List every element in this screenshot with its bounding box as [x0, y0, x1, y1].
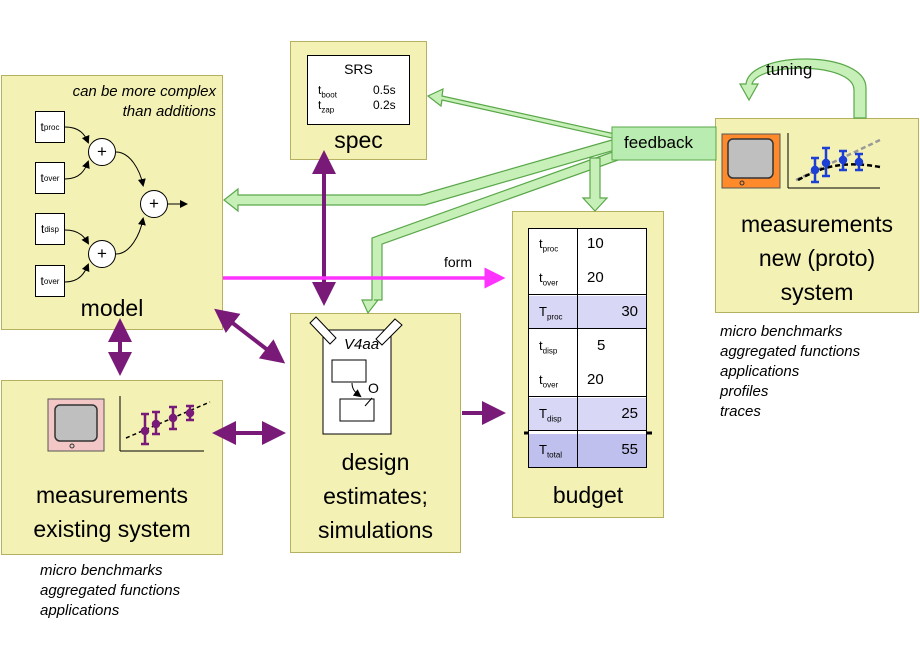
- model-note-line1: can be more complex: [72, 83, 216, 100]
- proto-note-4: profiles: [720, 383, 769, 400]
- budget-row-7-value: 55: [621, 441, 638, 458]
- proto-note-1: micro benchmarks: [720, 323, 843, 340]
- budget-row-4-sub: disp: [542, 346, 558, 356]
- budget-row-4: tdisp 5: [529, 330, 646, 363]
- budget-row-7-t: T: [539, 442, 547, 457]
- budget-row-6-sub: disp: [546, 414, 562, 424]
- budget-row-3-value: 30: [621, 303, 638, 320]
- budget-row-4-value: 5: [597, 337, 606, 354]
- form-label: form: [444, 254, 472, 270]
- design-title-line3: simulations: [317, 517, 434, 543]
- budget-row-6-t: T: [539, 406, 547, 421]
- proto-title-line1: measurements: [740, 211, 894, 237]
- budget-column-divider: [577, 228, 578, 467]
- model-input-1-t: t: [40, 120, 44, 134]
- srs-title: SRS: [344, 61, 373, 77]
- budget-row-1: tproc 10: [529, 228, 646, 261]
- model-input-4-t: t: [40, 274, 44, 288]
- spec-title: spec: [334, 127, 383, 153]
- srs-row-2-value: 0.2s: [373, 98, 396, 112]
- budget-row-4-t: t: [539, 338, 543, 353]
- budget-title: budget: [552, 482, 624, 508]
- purple-arrows: [108, 150, 506, 445]
- srs-row-2-sub: zap: [321, 105, 335, 115]
- model-input-3-t: t: [40, 222, 45, 236]
- existing-title-line1: measurements: [35, 482, 189, 508]
- budget-row-1-label: tproc: [539, 236, 558, 254]
- budget-row-5-sub: over: [542, 380, 559, 390]
- budget-row-3-sub: proc: [546, 312, 563, 322]
- budget-row-1-sub: proc: [542, 244, 559, 254]
- budget-row-6: Tdisp 25: [529, 398, 646, 431]
- model-adder-lines: [64, 126, 188, 283]
- budget-row-7: Ttotal 55: [529, 434, 646, 467]
- model-title: model: [80, 295, 144, 321]
- existing-note-3: applications: [40, 602, 120, 619]
- model-input-4-sub: over: [43, 276, 60, 286]
- srs-row-2-label: tzap: [318, 98, 334, 114]
- tuning-label: tuning: [766, 60, 813, 79]
- proto-title-line2: new (proto): [758, 245, 876, 271]
- budget-row-5-label: tover: [539, 372, 558, 390]
- existing-note-1: micro benchmarks: [40, 562, 163, 579]
- budget-row-7-sub: total: [546, 450, 563, 460]
- budget-row-6-label: Tdisp: [539, 406, 562, 424]
- proto-note-3: applications: [720, 363, 800, 380]
- budget-row-6-value: 25: [621, 405, 638, 422]
- budget-row-1-value: 10: [587, 235, 604, 252]
- proto-note-2: aggregated functions: [720, 343, 861, 360]
- model-input-2-t: t: [40, 171, 44, 185]
- proto-monitor-icon: [721, 133, 781, 189]
- monitor-icon: [47, 398, 105, 452]
- srs-panel: SRS tboot 0.5s tzap 0.2s: [307, 55, 410, 125]
- existing-notes: micro benchmarks aggregated functions ap…: [40, 561, 180, 621]
- srs-row-1-label: tboot: [318, 83, 337, 99]
- plus-node-1: +: [88, 138, 116, 166]
- budget-row-3-t: T: [539, 304, 547, 319]
- srs-row-2-t: t: [318, 98, 322, 112]
- srs-row-1-sub: boot: [321, 90, 337, 100]
- budget-row-4-label: tdisp: [539, 338, 557, 356]
- proto-title-line3: system: [780, 279, 854, 305]
- sketch-label: V4aa: [344, 336, 380, 353]
- budget-row-2-sub: over: [542, 278, 559, 288]
- design-title-line2: estimates;: [323, 483, 428, 509]
- budget-row-5-t: t: [539, 372, 543, 387]
- srs-row-1-value: 0.5s: [373, 83, 396, 97]
- existing-title-line2: existing system: [33, 516, 191, 542]
- sketch-mark: O: [368, 380, 379, 396]
- budget-row-3: Tproc 30: [529, 296, 646, 329]
- sketch-icon: [309, 316, 403, 435]
- design-title-line1: design: [341, 449, 410, 475]
- budget-row-3-label: Tproc: [539, 304, 563, 322]
- plus-node-2: +: [88, 240, 116, 268]
- budget-row-5-value: 20: [587, 371, 604, 388]
- model-input-1-sub: proc: [43, 122, 60, 132]
- existing-box: measurements existing system: [1, 380, 223, 555]
- budget-row-2-value: 20: [587, 269, 604, 286]
- feedback-label: feedback: [624, 133, 693, 152]
- budget-row-7-label: Ttotal: [539, 442, 562, 460]
- proto-measurement-plot-icon: [787, 133, 881, 189]
- plus-node-3: +: [140, 190, 168, 218]
- feedback-label-box: [611, 126, 717, 161]
- budget-row-5: tover 20: [529, 364, 646, 397]
- proto-notes: micro benchmarks aggregated functions ap…: [720, 322, 860, 422]
- budget-row-1-t: t: [539, 236, 543, 251]
- srs-row-1-t: t: [318, 83, 322, 97]
- model-input-2-sub: over: [43, 173, 60, 183]
- budget-row-2: tover 20: [529, 262, 646, 295]
- budget-row-2-t: t: [539, 270, 543, 285]
- budget-row-2-label: tover: [539, 270, 558, 288]
- measurement-plot-icon: [119, 396, 211, 452]
- proto-note-5: traces: [720, 403, 761, 420]
- model-input-3-sub: disp: [44, 224, 60, 234]
- model-note-line2: than additions: [122, 103, 216, 120]
- existing-note-2: aggregated functions: [40, 582, 181, 599]
